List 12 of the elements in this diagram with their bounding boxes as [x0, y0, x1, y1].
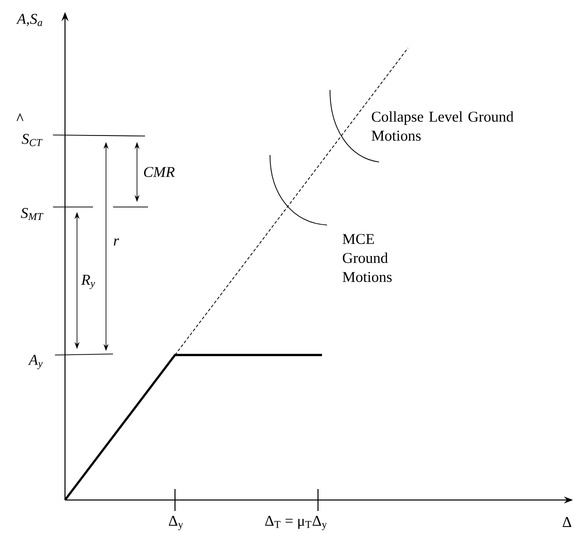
tick-label: Δ$_{y}$ — [168, 516, 184, 530]
curve-label: MCE Ground Motions — [342, 234, 392, 282]
axis-label: Δ — [562, 517, 572, 527]
axis-label: A,S$_{a}$ — [16, 14, 42, 26]
level-label: S$_{MT}$ — [20, 208, 44, 220]
curve-label: Collapse Level Ground Motions — [372, 111, 514, 141]
dimension-label: CMR — [144, 166, 175, 178]
level-label: A$_{y}$ — [28, 354, 43, 370]
level-label: S$_{CT}$ — [22, 134, 43, 146]
dimension-label: r — [114, 238, 120, 246]
dimension-label: R$_{y}$ — [81, 274, 96, 290]
tick-label: Δ$_{T}$ = μ$_{T}$Δ$_{y}$ — [265, 516, 327, 530]
